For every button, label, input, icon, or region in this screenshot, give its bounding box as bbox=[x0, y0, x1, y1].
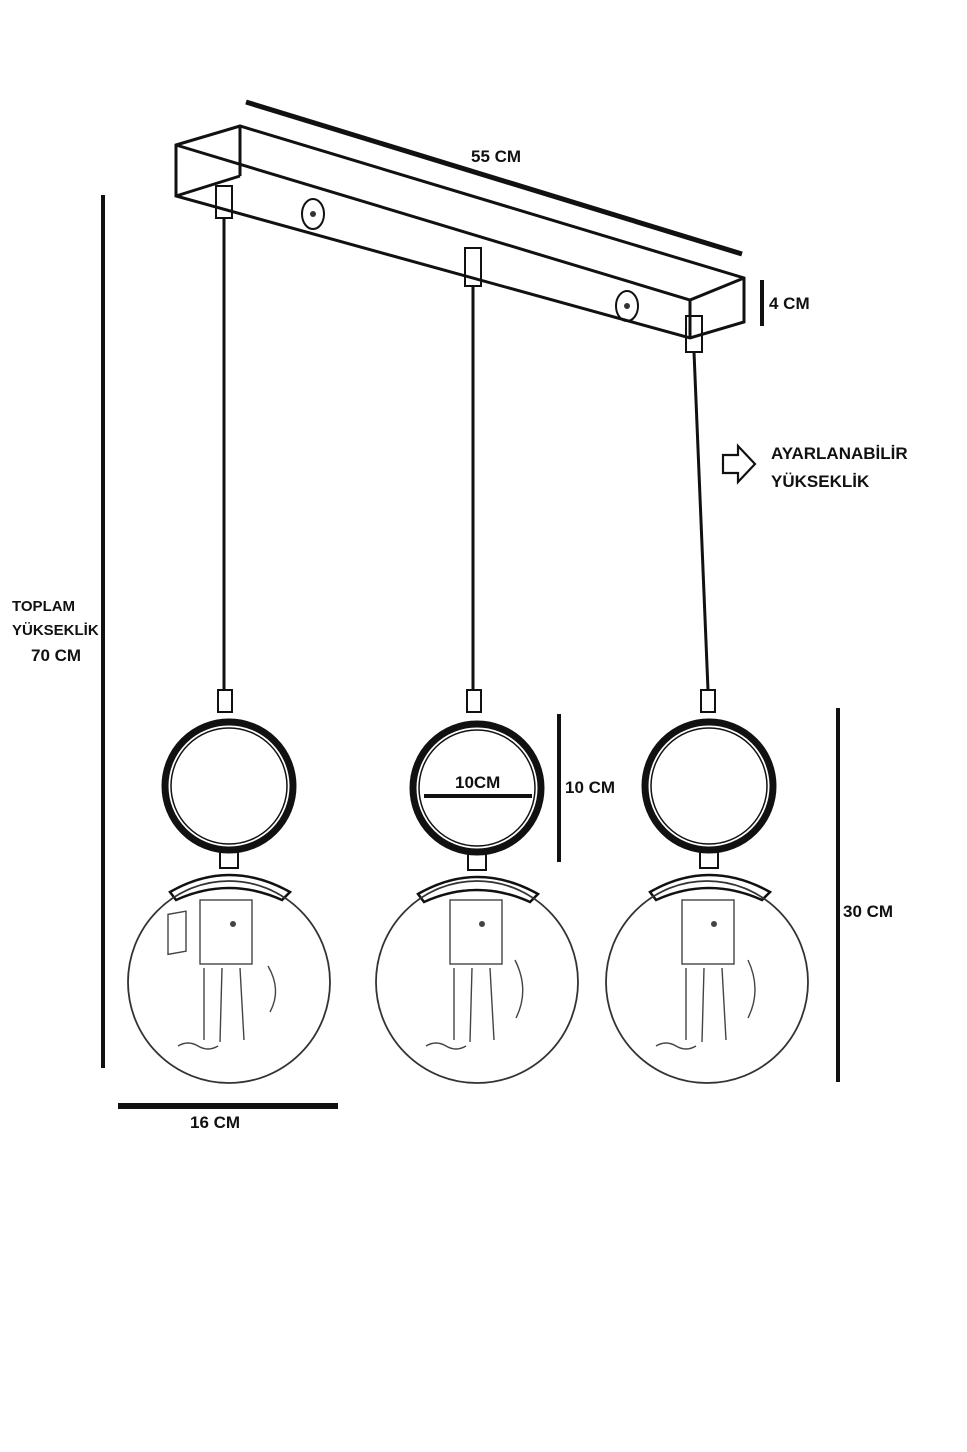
ring-width-label: 10CM bbox=[455, 773, 501, 792]
pendant-middle bbox=[375, 247, 579, 1084]
width-dimension-line bbox=[245, 99, 743, 257]
total-height-value: 70 CM bbox=[31, 646, 82, 665]
adjustable-height-label-line2: YÜKSEKLİK bbox=[771, 472, 870, 491]
ceiling-bar bbox=[174, 124, 746, 340]
width-label: 55 CM bbox=[471, 147, 522, 166]
ring-height-label: 10 CM bbox=[565, 778, 616, 797]
lamp-height-label: 30 CM bbox=[843, 902, 894, 921]
total-height-label-line2: YÜKSEKLİK bbox=[12, 622, 99, 639]
ceiling-screws bbox=[301, 198, 639, 322]
pendant-left bbox=[127, 185, 331, 1084]
globe-width-label: 16 CM bbox=[190, 1113, 241, 1132]
adjustable-height-label-line1: AYARLANABİLİR bbox=[771, 444, 908, 463]
total-height-label-line1: TOPLAM bbox=[12, 598, 76, 615]
pendant-right bbox=[605, 315, 809, 1084]
bar-height-label: 4 CM bbox=[769, 294, 810, 313]
arrow-right-icon bbox=[721, 443, 757, 485]
